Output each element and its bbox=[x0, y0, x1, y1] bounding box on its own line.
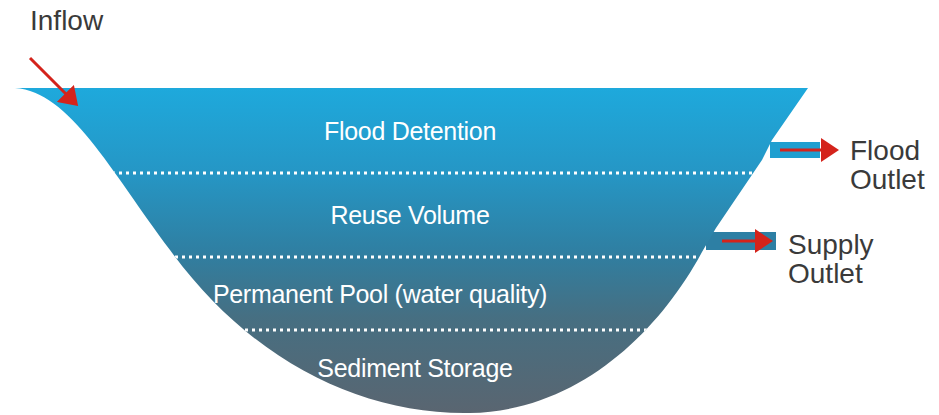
flood-detention-band: Flood Detention bbox=[150, 100, 670, 162]
band-label: Flood Detention bbox=[324, 117, 496, 146]
band-label: Reuse Volume bbox=[331, 201, 490, 230]
band-label: Sediment Storage bbox=[317, 354, 512, 383]
permanent-pool-band: Permanent Pool (water quality) bbox=[160, 264, 600, 324]
inflow-arrow bbox=[30, 58, 76, 104]
band-dividers bbox=[0, 173, 939, 330]
basin-water bbox=[15, 88, 808, 413]
sediment-storage-band: Sediment Storage bbox=[250, 338, 580, 398]
flood-outlet-arrow bbox=[780, 149, 836, 152]
band-label: Permanent Pool (water quality) bbox=[213, 280, 547, 309]
supply-pipe bbox=[706, 232, 776, 250]
flood-outlet-label: Flood Outlet bbox=[850, 136, 925, 195]
supply-outlet-arrow bbox=[722, 240, 770, 243]
supply-outlet-label: Supply Outlet bbox=[788, 230, 874, 289]
inflow-label: Inflow bbox=[30, 6, 103, 35]
reuse-volume-band: Reuse Volume bbox=[170, 182, 650, 248]
